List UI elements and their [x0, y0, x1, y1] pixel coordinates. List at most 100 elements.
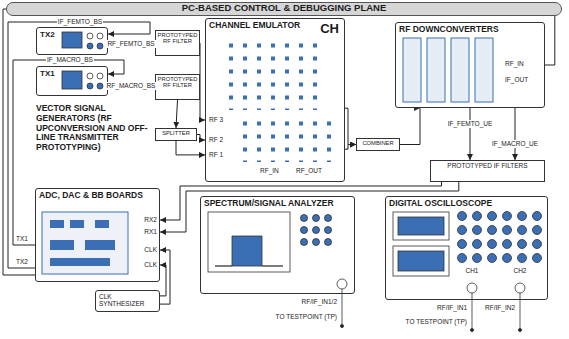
- scope-button: [473, 240, 482, 249]
- signal-name: IF_MACRO_BS: [46, 56, 94, 63]
- key: [301, 239, 308, 246]
- knob: [87, 43, 93, 49]
- knob: [97, 33, 103, 39]
- signal-name: IF_FEMTO_UE: [447, 120, 494, 127]
- key: [313, 227, 320, 234]
- key: [301, 215, 308, 222]
- module: [403, 38, 421, 102]
- signal-connector: [400, 108, 420, 145]
- screen: [208, 212, 290, 272]
- knob: [87, 83, 93, 89]
- signal-label: RF_IN: [505, 60, 524, 67]
- module: [451, 38, 469, 102]
- scope-button: [533, 226, 542, 235]
- box-title: PROTOTYPED RF FILTER: [157, 32, 198, 45]
- signal-label: RF/IF_IN1: [437, 304, 467, 311]
- scope-button: [458, 212, 467, 221]
- scope-button: [518, 212, 527, 221]
- signal-label: RX1: [144, 228, 157, 235]
- box-title: TX1: [40, 69, 104, 78]
- key: [301, 227, 308, 234]
- chip: [50, 220, 64, 228]
- key: [325, 239, 332, 246]
- signal-label: RX2: [144, 216, 157, 223]
- trace-area: [398, 217, 444, 235]
- box-title: PROTOTYPED RF FILTER: [157, 76, 198, 89]
- signal-label: CH2: [513, 267, 526, 274]
- spectrum-trace: [215, 236, 283, 266]
- scope-panel: [393, 212, 542, 332]
- scope-button: [533, 212, 542, 221]
- knob: [97, 43, 103, 49]
- box-title: COMBINER: [358, 140, 398, 146]
- input-connector: [467, 283, 477, 293]
- chip: [50, 258, 110, 266]
- signal-label: RF_OUT: [296, 167, 322, 174]
- scope-button: [458, 254, 467, 263]
- scope-button: [488, 240, 497, 249]
- signal-connector: [160, 250, 170, 304]
- module: [475, 38, 493, 102]
- signal-connector: [3, 9, 35, 275]
- knob: [97, 83, 103, 89]
- box-title: RF DOWNCONVERTERS: [399, 25, 541, 35]
- scope-button: [503, 212, 512, 221]
- box-title: DIGITAL OSCILLOSCOPE: [389, 199, 544, 209]
- scope-button: [458, 226, 467, 235]
- signal-connector: [176, 100, 178, 128]
- testpoint-lead: [520, 293, 521, 330]
- signal-label: RF 2: [209, 136, 223, 143]
- key: [313, 215, 320, 222]
- rf-filter: PROTOTYPED RF FILTER: [155, 74, 200, 100]
- signal-label: TX1: [16, 235, 28, 242]
- signal-connector: [345, 145, 356, 150]
- testpoint-dot: [518, 328, 521, 331]
- knob: [97, 73, 103, 79]
- module: [427, 38, 445, 102]
- emulator-panel: [222, 40, 334, 162]
- clock-synthesizer: CLK SYNTHESIZER: [95, 290, 160, 312]
- scope-button: [503, 226, 512, 235]
- box-title: ADC, DAC & BB BOARDS: [39, 191, 156, 201]
- box-tag: CH: [320, 22, 339, 37]
- box-title: PC-BASED CONTROL & DEBUGGING PLANE: [11, 3, 557, 14]
- scope-button: [473, 226, 482, 235]
- screen: [393, 212, 449, 240]
- signal-connector: [470, 108, 471, 160]
- box-title: PROTOTYPED IF FILTERS: [432, 162, 543, 169]
- trace-area: [398, 251, 444, 271]
- if-filters: PROTOTYPED IF FILTERS: [430, 160, 545, 182]
- scope-button: [518, 240, 527, 249]
- box-title: CLK SYNTHESIZER: [99, 293, 156, 308]
- scope-button: [473, 254, 482, 263]
- signal-label: CLK: [144, 246, 157, 253]
- box-title: TX2: [40, 30, 104, 39]
- signal-label: CH1: [465, 267, 478, 274]
- scope-button: [518, 254, 527, 263]
- input-connector: [337, 279, 347, 289]
- scope-button: [488, 212, 497, 221]
- signal-connector: [197, 135, 205, 141]
- testpoint-dot: [340, 324, 343, 327]
- scope-button: [488, 226, 497, 235]
- key: [325, 227, 332, 234]
- signal-label: TO TESTPOINT (TP): [406, 318, 467, 325]
- signal-label: RF/IF_IN2: [485, 304, 515, 311]
- scope-button: [458, 240, 467, 249]
- signal-label: TO TESTPOINT (TP): [276, 313, 337, 320]
- board-drawing: [42, 212, 128, 274]
- screen: [62, 32, 82, 48]
- signal-label: RF 1: [209, 151, 223, 158]
- chip: [85, 240, 115, 250]
- chip: [70, 220, 84, 228]
- signal-name: IF_FEMTO_BS: [57, 18, 103, 25]
- scope-button: [503, 254, 512, 263]
- testpoint-dot: [470, 328, 473, 331]
- testpoint-lead: [342, 289, 343, 326]
- knob: [87, 33, 93, 39]
- signal-label: TX2: [16, 258, 28, 265]
- scope-button: [473, 212, 482, 221]
